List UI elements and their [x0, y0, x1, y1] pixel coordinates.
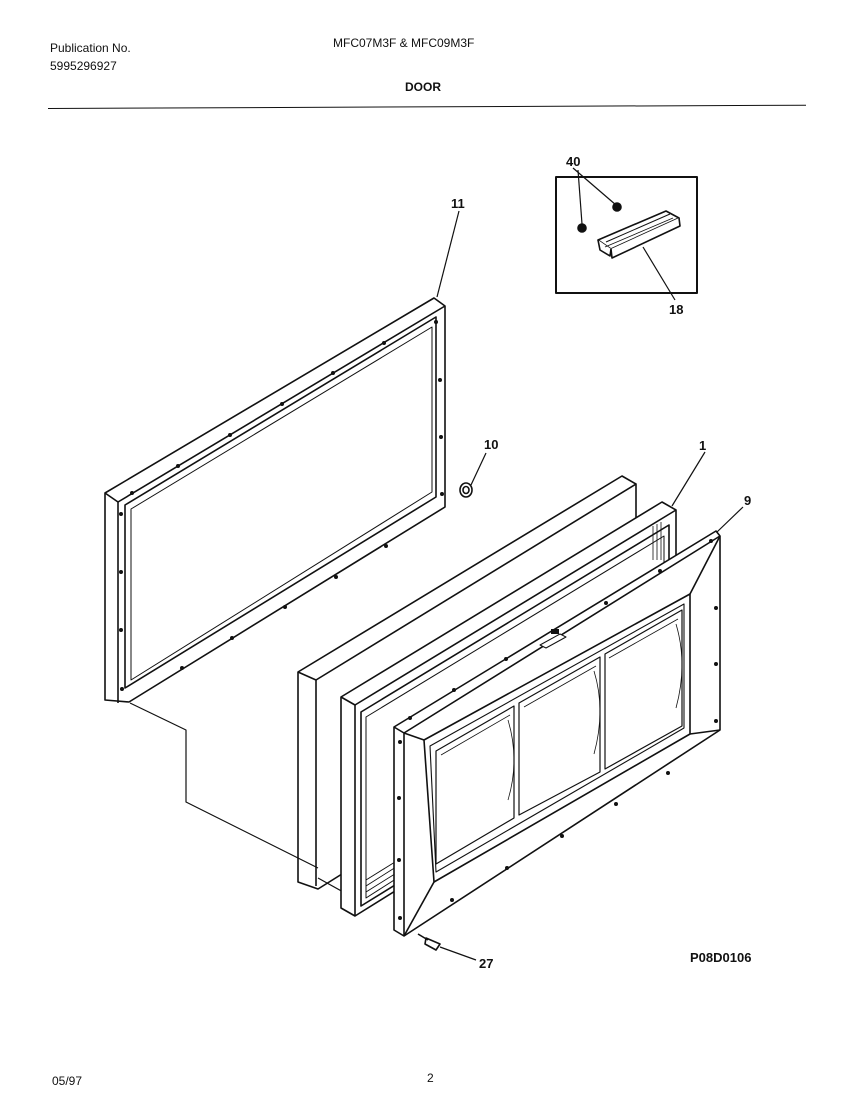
leader-10 — [470, 452, 487, 486]
section-title: DOOR — [405, 80, 441, 94]
leader-27 — [439, 946, 477, 961]
part-9-door-panel — [393, 506, 744, 937]
leader-1 — [671, 451, 706, 507]
leader-40a — [572, 167, 617, 206]
callout-40: 40 — [566, 154, 580, 169]
frame-holes — [119, 320, 444, 691]
drawing-code: P08D0106 — [690, 950, 752, 965]
part-11-frame — [104, 210, 460, 703]
door-windows — [435, 609, 683, 865]
footer-date: 05/97 — [52, 1074, 83, 1088]
gasket-hatch — [365, 861, 399, 893]
screw-part-lower — [577, 223, 587, 233]
part-27-screw — [417, 933, 477, 961]
publication-label: Publication No. — [50, 41, 131, 55]
handle-part — [597, 210, 681, 259]
inset-frame — [555, 176, 698, 294]
callout-11: 11 — [451, 196, 465, 211]
callout-27: 27 — [479, 956, 493, 971]
page-number: 2 — [427, 1071, 434, 1085]
screw-part-upper — [612, 202, 622, 212]
callout-9: 9 — [744, 493, 751, 508]
handle-inset — [555, 167, 698, 301]
leader-9 — [716, 506, 744, 533]
callout-10: 10 — [484, 437, 498, 452]
publication-number: 5995296927 — [50, 59, 117, 73]
callout-1: 1 — [699, 438, 706, 453]
leader-11 — [436, 210, 460, 298]
leader-40b — [577, 169, 583, 225]
callout-18: 18 — [669, 302, 683, 317]
leader-18 — [642, 246, 676, 301]
part-10-plug — [459, 452, 487, 498]
door-holes — [397, 539, 718, 920]
model-numbers: MFC07M3F & MFC09M3F — [333, 36, 475, 50]
